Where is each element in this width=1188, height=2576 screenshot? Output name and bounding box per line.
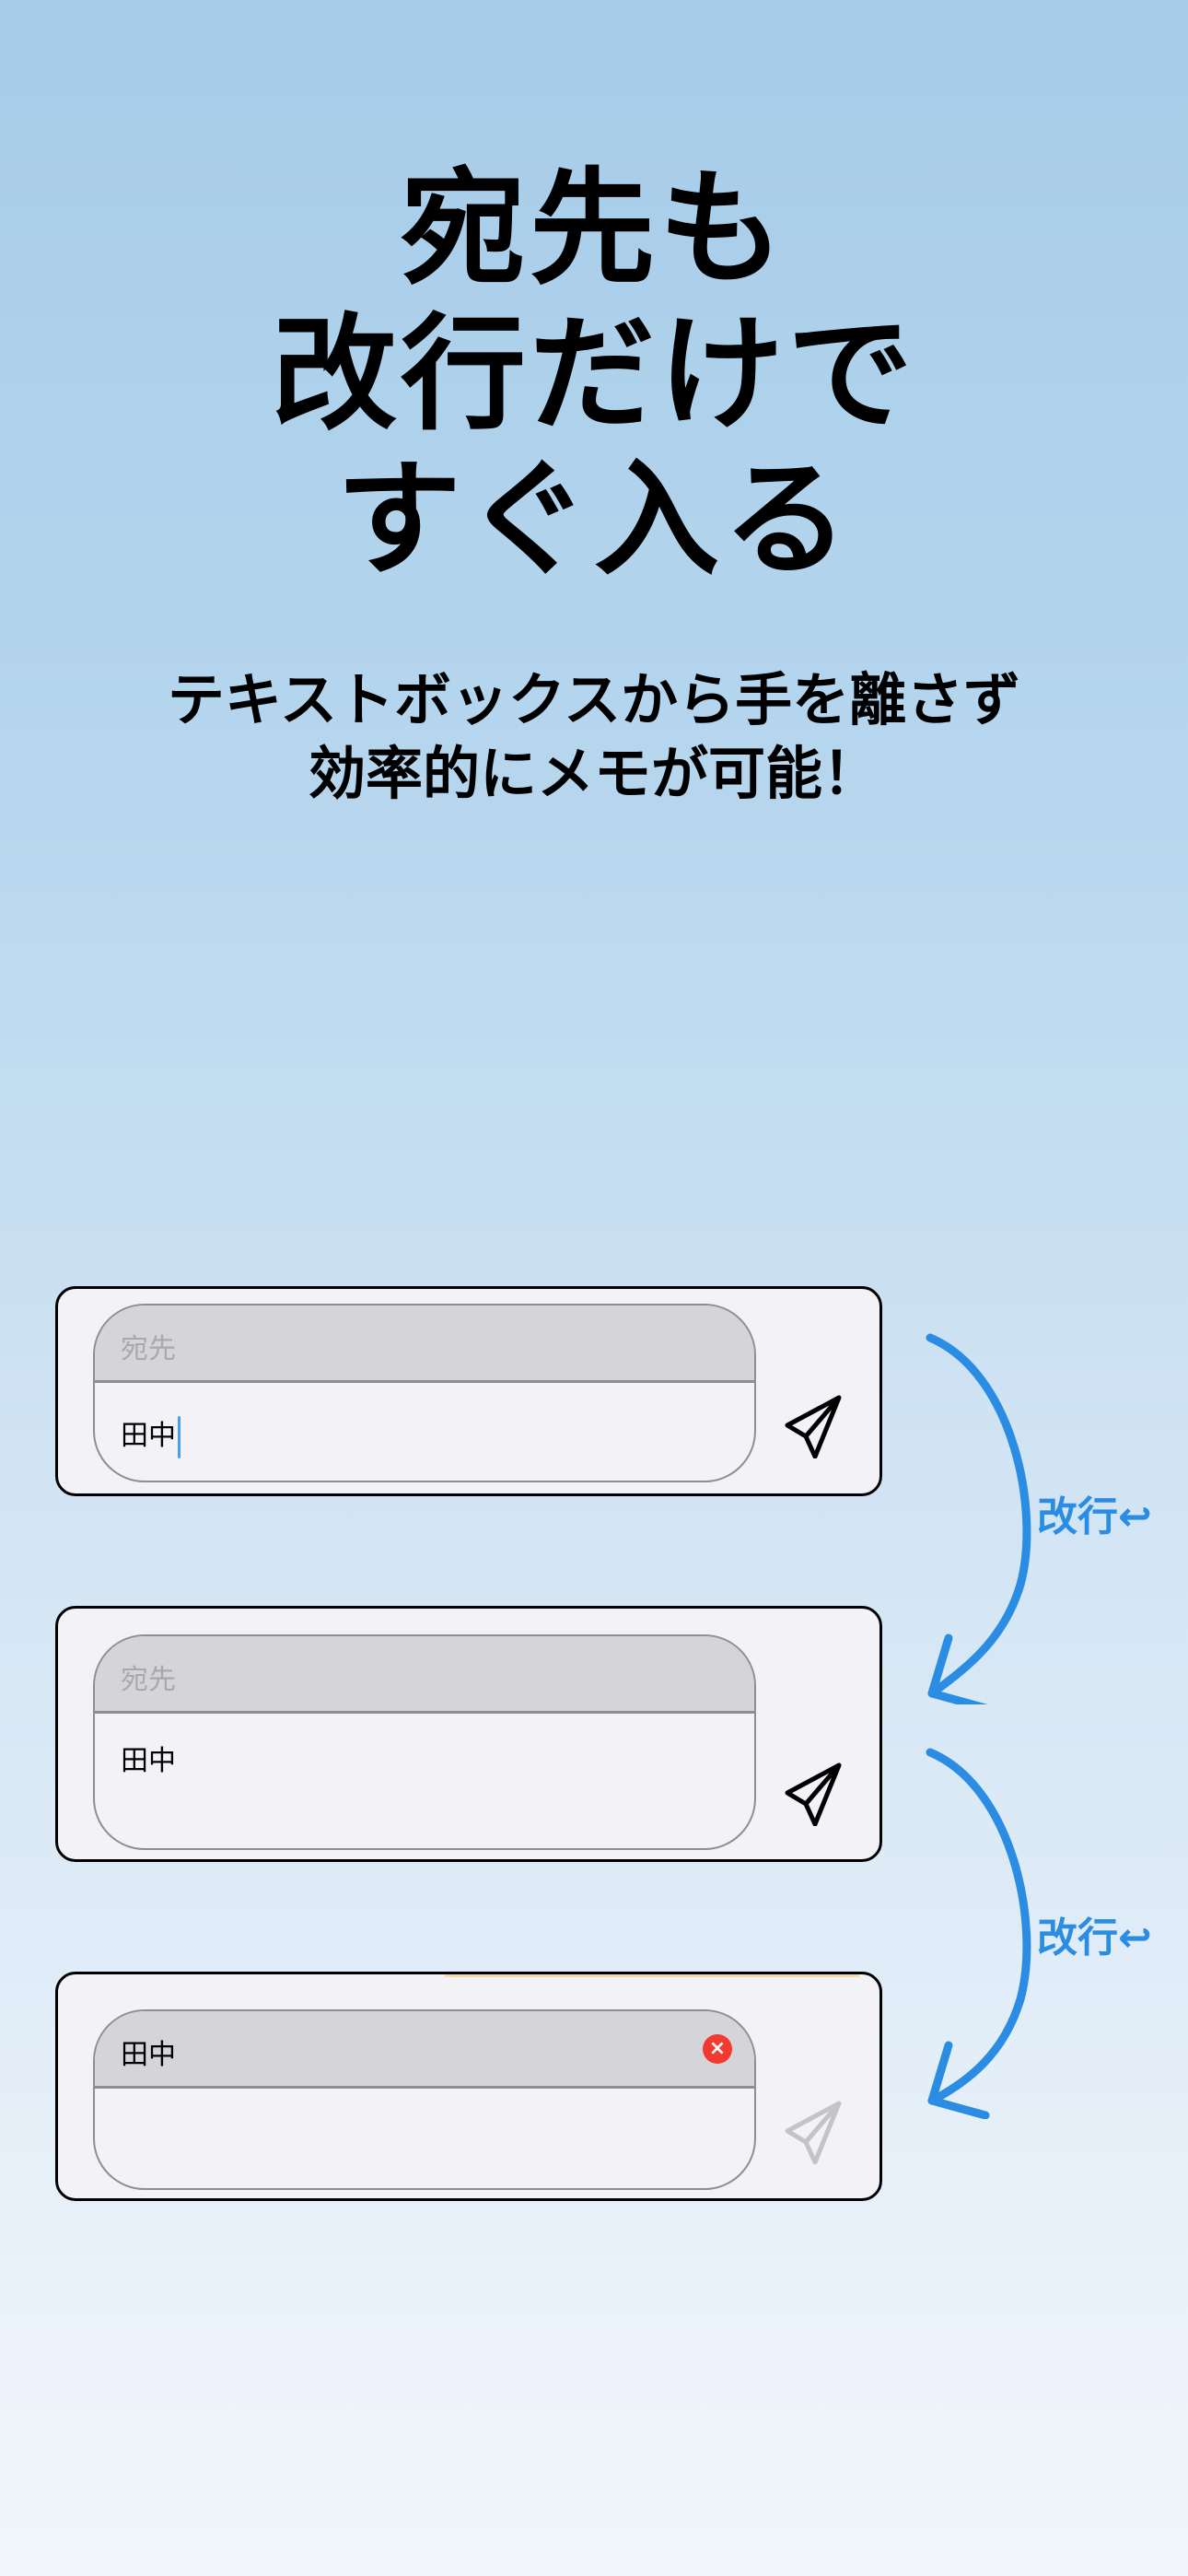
recipient-memo-field[interactable]: 宛先 田中 [93,1304,756,1482]
headline-line-3: すぐ入る [336,448,852,593]
step-2-card: 宛先 田中 [55,1606,882,1862]
recipient-field[interactable]: 田中 × [95,2011,754,2089]
memo-value: 田中 [121,1420,176,1452]
send-paper-plane-icon[interactable] [780,1760,846,1826]
recipient-memo-field[interactable]: 田中 × [93,2009,756,2190]
recipient-memo-field[interactable]: 宛先 田中 [93,1634,756,1850]
newline-label-2: 改行↩ [1037,1914,1152,1961]
newline-label-1: 改行↩ [1037,1493,1152,1540]
curved-down-arrow-icon [926,1748,1031,2119]
decorative-line [445,1974,859,1977]
curved-down-arrow-icon [926,1333,1031,1704]
subheadline: テキストボックスから手を離さず 効率的にメモが可能！ [0,663,1188,811]
step-3-card: 田中 × [55,1972,882,2201]
subheadline-line-2: 効率的にメモが可能！ [308,740,879,807]
headline: 宛先も 改行だけで すぐ入る [0,157,1188,593]
recipient-field[interactable]: 宛先 [95,1306,754,1383]
recipient-value: 田中 [121,2039,176,2071]
subheadline-line-1: テキストボックスから手を離さず [167,666,1021,733]
recipient-field[interactable]: 宛先 [95,1636,754,1714]
text-caret [178,1415,181,1458]
step-1-card: 宛先 田中 [55,1286,882,1496]
headline-line-1: 宛先も [401,157,787,302]
recipient-placeholder: 宛先 [121,1664,176,1696]
memo-input[interactable]: 田中 [121,1738,176,1778]
memo-input[interactable]: 田中 [121,1412,181,1458]
memo-value: 田中 [121,1745,176,1777]
clear-x-icon[interactable]: × [703,2034,732,2064]
send-paper-plane-icon[interactable] [780,2098,846,2164]
headline-line-2: 改行だけで [272,302,916,448]
send-paper-plane-icon[interactable] [780,1392,846,1458]
recipient-placeholder: 宛先 [121,1333,176,1365]
